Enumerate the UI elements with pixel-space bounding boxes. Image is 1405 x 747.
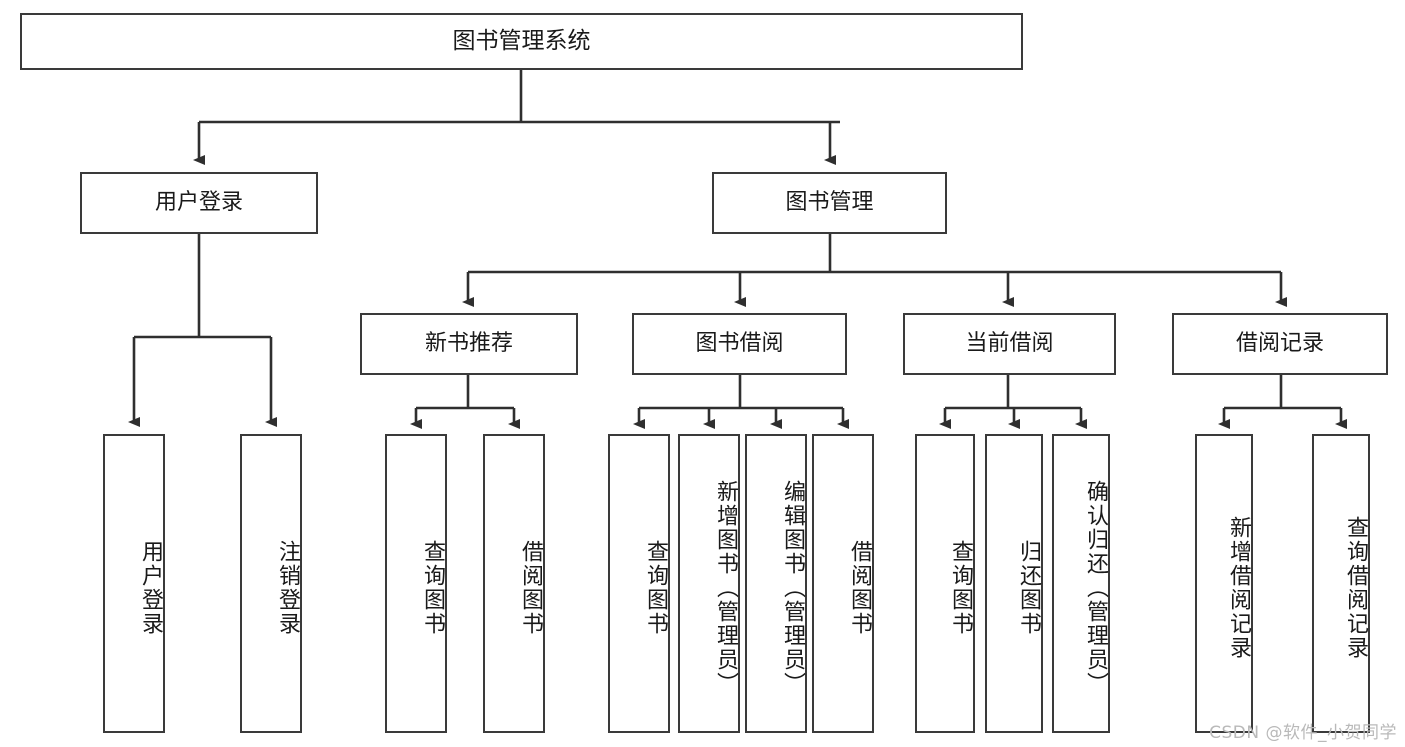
node-borrow-record-label: 借阅记录 (1235, 331, 1324, 357)
leaf-label: 注销登录 (275, 539, 300, 636)
node-borrow-record[interactable]: 借阅记录 (1172, 313, 1388, 375)
leaf-add-book-admin[interactable]: 新增图书（管理员） (678, 434, 740, 733)
leaf-query-book-current[interactable]: 查询图书 (915, 434, 975, 733)
node-book-borrow-label: 图书借阅 (695, 331, 784, 357)
leaf-label: 新增图书（管理员） (713, 479, 738, 696)
leaf-label: 新增借阅记录 (1226, 515, 1251, 660)
node-root-label: 图书管理系统 (452, 27, 591, 54)
leaf-label: 借阅图书 (847, 539, 872, 636)
node-root[interactable]: 图书管理系统 (20, 13, 1023, 70)
leaf-label: 查询图书 (643, 539, 668, 636)
node-new-book-recommend[interactable]: 新书推荐 (360, 313, 578, 375)
leaf-confirm-return-admin[interactable]: 确认归还（管理员） (1052, 434, 1110, 733)
leaf-borrow-book[interactable]: 借阅图书 (812, 434, 874, 733)
node-user-login[interactable]: 用户登录 (80, 172, 318, 234)
leaf-label: 用户登录 (138, 539, 163, 636)
leaf-query-book-new[interactable]: 查询图书 (385, 434, 447, 733)
node-user-login-label: 用户登录 (154, 190, 243, 216)
node-book-management-label: 图书管理 (785, 190, 874, 216)
leaf-label: 编辑图书（管理员） (780, 479, 805, 696)
leaf-return-book[interactable]: 归还图书 (985, 434, 1043, 733)
leaf-edit-book-admin[interactable]: 编辑图书（管理员） (745, 434, 807, 733)
leaf-logout[interactable]: 注销登录 (240, 434, 302, 733)
leaf-label: 借阅图书 (518, 539, 543, 636)
node-current-borrow-label: 当前借阅 (965, 331, 1054, 357)
leaf-label: 查询图书 (420, 539, 445, 636)
leaf-query-book-borrow[interactable]: 查询图书 (608, 434, 670, 733)
leaf-user-login[interactable]: 用户登录 (103, 434, 165, 733)
leaf-label: 查询借阅记录 (1343, 515, 1368, 660)
leaf-add-borrow-record[interactable]: 新增借阅记录 (1195, 434, 1253, 733)
leaf-query-borrow-record[interactable]: 查询借阅记录 (1312, 434, 1370, 733)
leaf-borrow-book-new[interactable]: 借阅图书 (483, 434, 545, 733)
leaf-label: 归还图书 (1016, 539, 1041, 636)
leaf-label: 查询图书 (948, 539, 973, 636)
leaf-label: 确认归还（管理员） (1083, 479, 1108, 696)
node-new-book-recommend-label: 新书推荐 (424, 331, 513, 357)
node-book-management[interactable]: 图书管理 (712, 172, 947, 234)
node-book-borrow[interactable]: 图书借阅 (632, 313, 847, 375)
node-current-borrow[interactable]: 当前借阅 (903, 313, 1116, 375)
